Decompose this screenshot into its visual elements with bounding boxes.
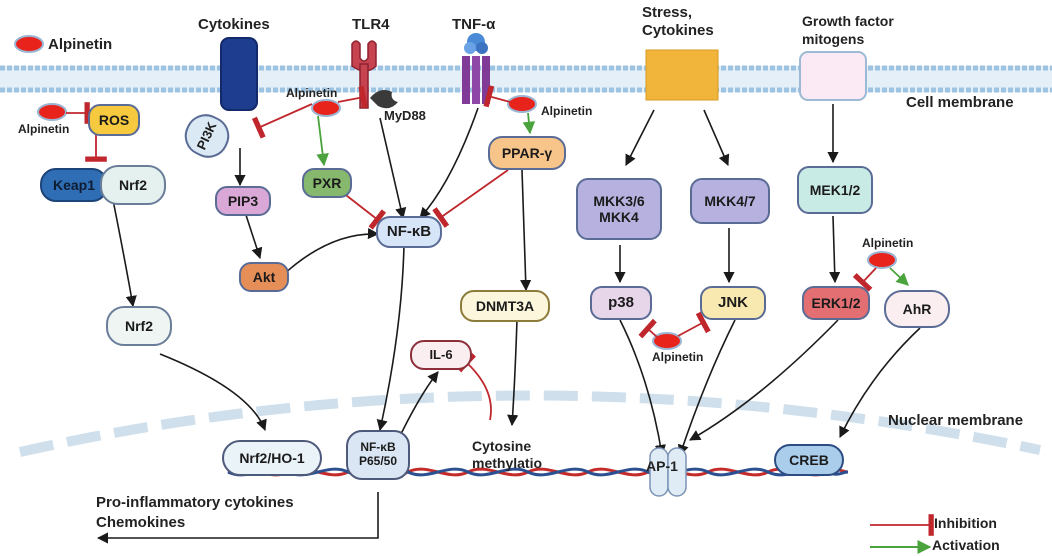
alpinetin-erk (867, 251, 897, 269)
label-cytokines: Cytokines (198, 16, 270, 33)
node-nrf2-cytoplasm: Nrf2 (106, 306, 172, 346)
node-p38: p38 (590, 286, 652, 320)
label-tlr4: TLR4 (352, 16, 390, 33)
growth-receptor (799, 51, 867, 101)
node-nrf2-ho1: Nrf2/HO-1 (222, 440, 322, 476)
node-ros: ROS (88, 104, 140, 136)
node-mkk47: MKK4/7 (690, 178, 770, 224)
ap1-dimer (649, 447, 687, 497)
node-ahr: AhR (884, 290, 950, 328)
drug-label-tnf: Alpinetin (541, 104, 593, 118)
node-creb: CREB (774, 444, 844, 476)
legend-activation-label: Activation (932, 537, 1000, 553)
label-cytosine-methylation: Cytosine methylatio (472, 438, 543, 471)
drug-label-center: Alpinetin (286, 86, 338, 100)
alpinetin-center (311, 99, 341, 117)
legend-inhibition-label: Inhibition (934, 515, 997, 531)
node-mkk36: MKK3/6 MKK4 (576, 178, 662, 240)
myd88-shape (370, 90, 398, 109)
label-stress-cytokines: Stress, Cytokines (642, 4, 714, 39)
label-chemokines: Chemokines (96, 514, 186, 531)
tnf-receptor (462, 33, 490, 104)
node-jnk: JNK (700, 286, 766, 320)
alpinetin-tnf (507, 95, 537, 113)
node-nrf2: Nrf2 (100, 165, 166, 205)
label-tnf: TNF-α (452, 16, 496, 33)
cell-membrane (0, 65, 1052, 93)
stress-receptor (645, 49, 719, 101)
inhibition-lines (66, 85, 934, 536)
label-ap1: AP-1 (646, 458, 678, 474)
node-pip3: PIP3 (215, 186, 271, 216)
dna-helix (227, 467, 849, 477)
label-growth-factor: Growth factor mitogens (802, 13, 894, 47)
node-keap1: Keap1 (40, 168, 108, 202)
label-nuclear-membrane: Nuclear membrane (888, 412, 1024, 429)
node-nfkb-p65-50: NF-κB P65/50 (346, 430, 410, 480)
node-ppar-gamma: PPAR-γ (488, 136, 566, 170)
activation-arrows (96, 104, 921, 544)
node-mek12: MEK1/2 (797, 166, 873, 214)
alpinetin-legend-icon (14, 35, 44, 53)
alpinetin-p38 (652, 332, 682, 350)
node-erk12: ERK1/2 (802, 286, 870, 320)
green-activation-arrows (316, 112, 909, 286)
node-akt: Akt (239, 262, 289, 292)
node-nfkb: NF-κB (376, 216, 442, 248)
node-il6: IL-6 (410, 340, 472, 370)
alpinetin-ros (37, 103, 67, 121)
label-myd88: MyD88 (384, 108, 426, 123)
drug-label-ros: Alpinetin (18, 122, 70, 136)
node-dnmt3a: DNMT3A (460, 290, 550, 322)
drug-label-erk: Alpinetin (862, 236, 914, 250)
cytokine-receptor (220, 37, 258, 111)
drug-label-p38: Alpinetin (652, 350, 704, 364)
label-cell-membrane: Cell membrane (906, 94, 1014, 111)
node-pxr: PXR (302, 168, 352, 198)
legend-alpinetin: Alpinetin (48, 36, 113, 53)
nuclear-membrane (18, 390, 1042, 457)
label-pro-inflammatory: Pro-inflammatory cytokines (96, 494, 294, 511)
